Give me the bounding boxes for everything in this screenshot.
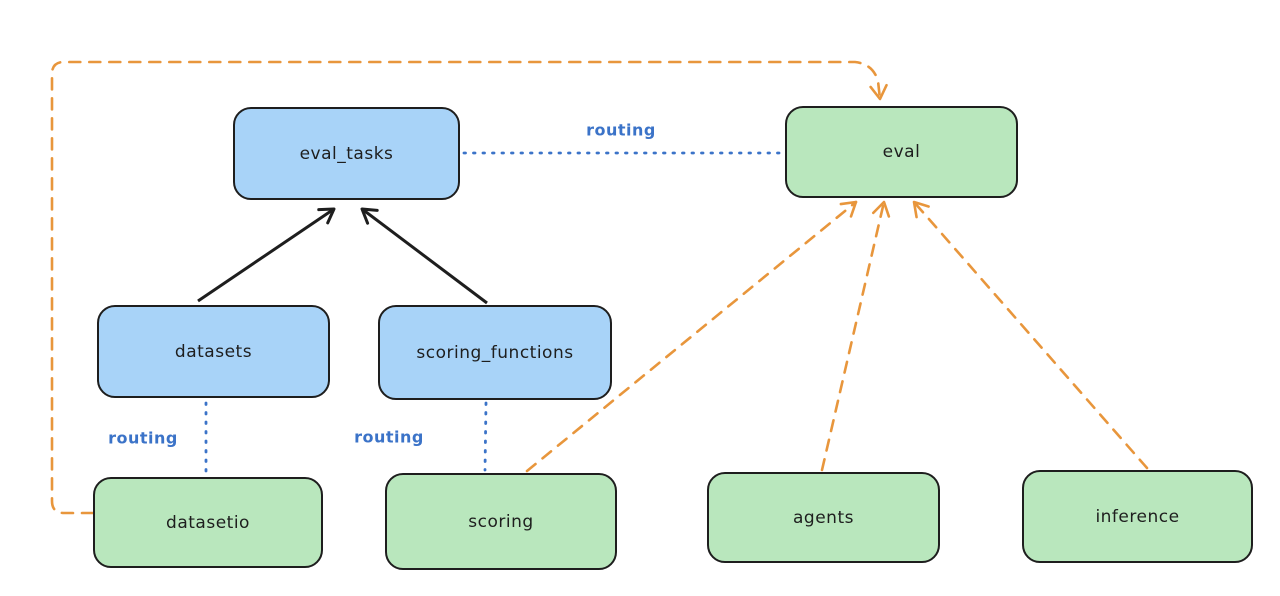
edge-scoring-functions-to-eval-tasks xyxy=(360,207,488,305)
node-agents-label: agents xyxy=(793,507,854,528)
routing-label-scoring-functions-scoring: routing xyxy=(354,427,424,447)
node-eval-tasks-label: eval_tasks xyxy=(299,143,394,164)
edge-scoring-to-eval xyxy=(525,200,858,473)
node-scoring: scoring xyxy=(385,473,617,570)
node-datasetio-label: datasetio xyxy=(166,512,250,533)
routing-label-eval-tasks-eval: routing xyxy=(586,120,656,140)
edge-agents-to-eval xyxy=(820,200,891,472)
node-datasets-label: datasets xyxy=(174,341,253,362)
edge-datasets-to-eval-tasks xyxy=(197,207,336,303)
edge-datasetio-to-eval xyxy=(50,60,888,515)
node-scoring-functions: scoring_functions xyxy=(378,305,612,400)
node-eval-tasks: eval_tasks xyxy=(233,107,460,200)
node-scoring-label: scoring xyxy=(468,511,534,532)
routing-label-datasets-datasetio: routing xyxy=(108,428,178,448)
edge-scoring-functions-to-scoring xyxy=(483,401,488,472)
node-datasetio: datasetio xyxy=(93,477,323,568)
node-agents: agents xyxy=(707,472,940,563)
node-scoring-functions-label: scoring_functions xyxy=(416,342,574,363)
node-datasets: datasets xyxy=(97,305,330,398)
edge-inference-to-eval xyxy=(912,200,1149,470)
node-eval-label: eval xyxy=(882,142,921,162)
node-inference-label: inference xyxy=(1095,506,1180,527)
node-inference: inference xyxy=(1022,470,1253,563)
node-eval: eval xyxy=(785,106,1018,198)
